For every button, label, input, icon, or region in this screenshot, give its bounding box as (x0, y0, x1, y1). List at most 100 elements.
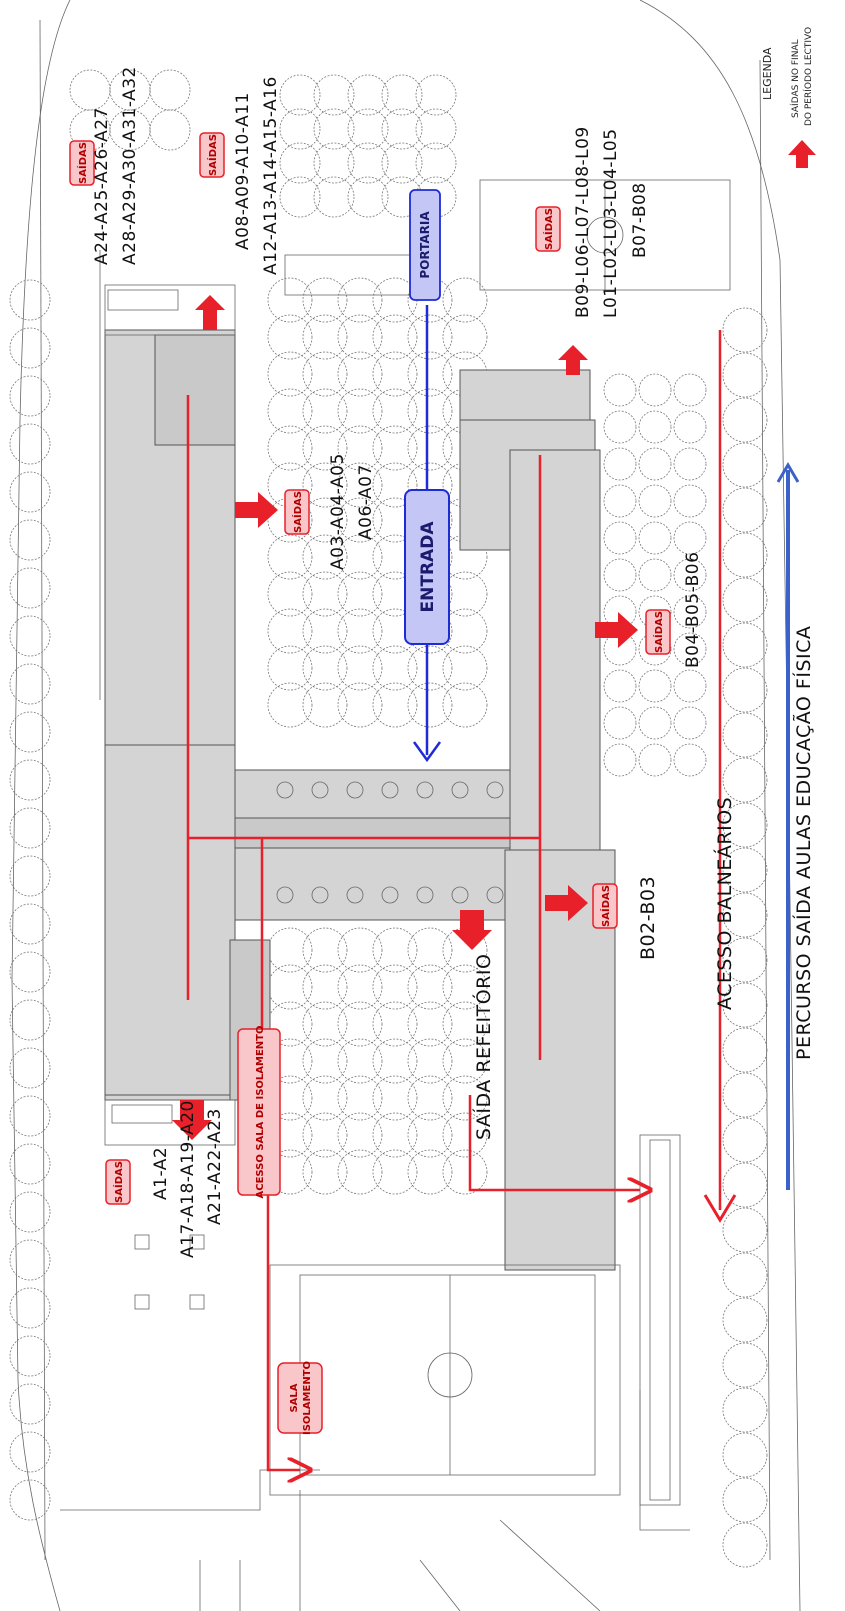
tree-canopy (603, 373, 637, 407)
tree-canopy (442, 964, 488, 1010)
tree-canopy (9, 807, 51, 849)
tree-canopy (267, 388, 313, 434)
tree-canopy (9, 1143, 51, 1185)
acesso-sala-text: ACESSO SALA DE ISOLAMENTO (255, 1025, 266, 1198)
tree-canopy (442, 1075, 488, 1121)
legend-arrow (788, 140, 816, 168)
buildings (104, 179, 731, 1506)
tree-canopy (722, 352, 768, 398)
tree-canopy (442, 1001, 488, 1047)
tree-canopy (722, 892, 768, 938)
tree-canopy (603, 558, 637, 592)
tree-canopy (722, 487, 768, 533)
tree-canopy (302, 1149, 348, 1195)
tree-canopy (722, 622, 768, 668)
entrada-text: ENTRADA (418, 521, 438, 613)
tree-canopy (9, 567, 51, 609)
tree-canopy (267, 462, 313, 508)
tree-canopy (638, 558, 672, 592)
tree-canopy (407, 388, 453, 434)
tree-canopy (372, 351, 418, 397)
tree-canopy (372, 645, 418, 691)
tree-canopy (673, 558, 707, 592)
tree-canopy (9, 471, 51, 513)
tree-canopy (337, 1112, 383, 1158)
tree-canopy (9, 423, 51, 465)
tree-canopy (337, 351, 383, 397)
tree-canopy (372, 1075, 418, 1121)
tree-canopy (9, 1047, 51, 1089)
tree-canopy (302, 571, 348, 617)
tree-canopy (372, 1001, 418, 1047)
tree-canopy (638, 669, 672, 703)
tree-canopy (267, 608, 313, 654)
tree-canopy (372, 927, 418, 973)
tree-canopy (302, 425, 348, 471)
tree-canopy (722, 442, 768, 488)
tree-canopy (337, 462, 383, 508)
tree-canopy (722, 982, 768, 1028)
tree-canopy (267, 571, 313, 617)
tree-canopy (638, 484, 672, 518)
tree-canopy (279, 74, 321, 116)
tree-canopy (302, 645, 348, 691)
rooms-l01-label: L01-L02-L03-L04-L05 (601, 128, 621, 318)
tree-canopy (9, 279, 51, 321)
tree-canopy (313, 74, 355, 116)
tree-canopy (267, 682, 313, 728)
rooms-a03-label: A03-A04-A05 (328, 453, 348, 570)
tree-canopy (722, 802, 768, 848)
rooms-a28-label: A28-A29-A30-A31-A32 (120, 66, 140, 265)
tree-canopy (267, 1075, 313, 1121)
tree-canopy (722, 307, 768, 353)
tree-canopy (722, 1297, 768, 1343)
tree-canopy (638, 521, 672, 555)
tree-canopy (313, 142, 355, 184)
tree-canopy (9, 1335, 51, 1377)
tree-canopy (9, 1479, 51, 1521)
exit-arrow-refeitorio (452, 910, 492, 950)
tree-canopy (673, 632, 707, 666)
tree-canopy (722, 1387, 768, 1433)
tree-canopy (407, 1001, 453, 1047)
tree-canopy (337, 425, 383, 471)
tree-canopy (267, 314, 313, 360)
tree-canopy (603, 484, 637, 518)
sala-text-1: SALA (289, 1383, 300, 1412)
tree-canopy (673, 595, 707, 629)
tree-canopy (337, 645, 383, 691)
tree-canopy (673, 743, 707, 777)
tree-canopy (337, 1001, 383, 1047)
tree-canopy (722, 1162, 768, 1208)
tree-canopy (69, 109, 111, 151)
tree-canopy (9, 903, 51, 945)
tree-canopy (267, 927, 313, 973)
legend-line-2: DO PERÍODO LECTIVO (802, 27, 814, 126)
tree-canopy (302, 1075, 348, 1121)
saidas-label-top-left: SAÍDAS (69, 140, 95, 186)
percurso-educacao-fisica-label: PERCURSO SAÍDA AULAS EDUCAÇÃO FÍSICA (792, 626, 815, 1060)
tree-canopy (407, 1038, 453, 1084)
tree-canopy (337, 927, 383, 973)
sala-text-2: ISOLAMENTO (302, 1361, 313, 1435)
tree-canopy (9, 1095, 51, 1137)
evacuation-routes (186, 330, 737, 1470)
rooms-b07-label: B07-B08 (630, 182, 650, 258)
rooms-a12-label: A12-A13-A14-A15-A16 (261, 76, 281, 275)
tree-canopy (372, 1149, 418, 1195)
tree-canopy (337, 1149, 383, 1195)
tree-canopy (302, 1112, 348, 1158)
portaria-text: PORTARIA (418, 211, 432, 279)
rooms-a21-label: A21-A22-A23 (205, 1108, 225, 1225)
tree-canopy (722, 1117, 768, 1163)
tree-canopy (638, 373, 672, 407)
tree-canopy (722, 1252, 768, 1298)
saidas-label-a03: SAÍDAS (284, 489, 310, 535)
tree-canopy (673, 373, 707, 407)
tree-canopy (638, 410, 672, 444)
tree-canopy (722, 937, 768, 983)
legend: LEGENDA SAÍDAS NO FINAL DO PERÍODO LECTI… (761, 27, 814, 126)
tree-canopy (337, 277, 383, 323)
saidas-label-b09: SAÍDAS (535, 206, 561, 252)
